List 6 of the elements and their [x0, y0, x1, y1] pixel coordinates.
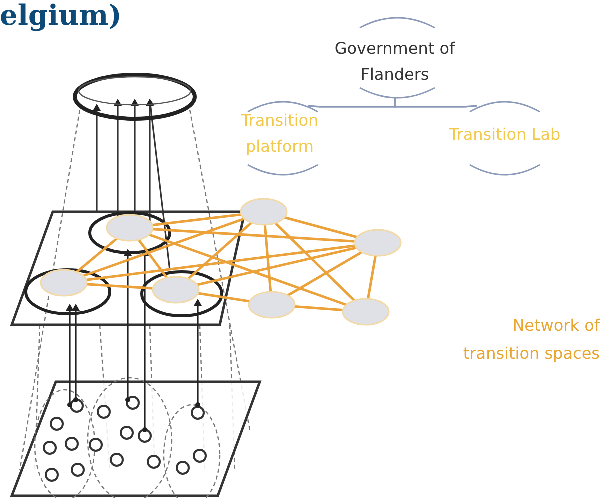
node-label: Transition Lab	[420, 122, 590, 148]
network-label: Network of transition spaces	[462, 315, 600, 365]
node-label: Transition platform	[220, 108, 340, 160]
node-label: Government of Flanders	[315, 36, 475, 88]
title: elgium)	[0, 0, 122, 32]
connector-line	[394, 98, 478, 108]
